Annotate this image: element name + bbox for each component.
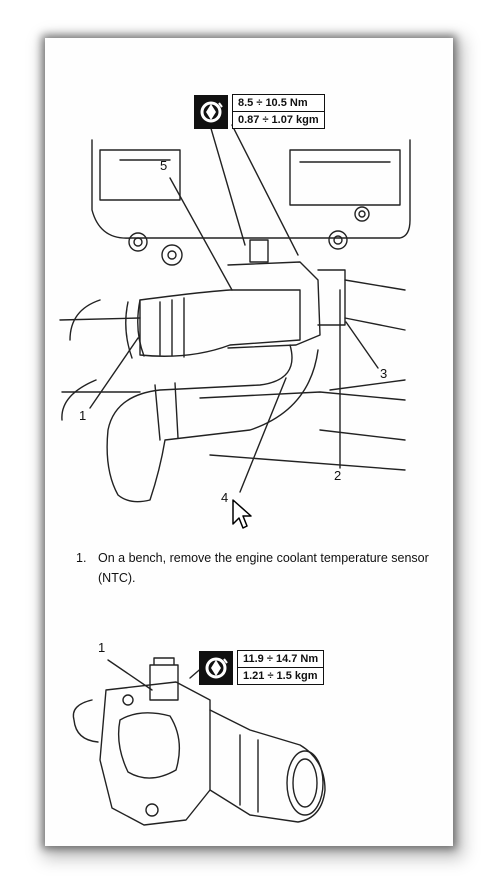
torque-value-nm: 8.5 ÷ 10.5 Nm: [238, 97, 308, 109]
torque-value-kgm: 1.21 ÷ 1.5 kgm: [238, 667, 324, 684]
callout-1-figure-2: 1: [98, 640, 106, 655]
instruction-step: 1. On a bench, remove the engine coolant…: [76, 548, 446, 588]
torque-wrench-icon: [199, 650, 233, 685]
callout-1: 1: [79, 408, 87, 423]
figure-1-drawing: [59, 124, 411, 503]
torque-spec-box: 8.5 ÷ 10.5 Nm 0.87 ÷ 1.07 kgm: [232, 94, 325, 129]
callout-5: 5: [160, 158, 168, 173]
torque-spec-box: 11.9 ÷ 14.7 Nm 1.21 ÷ 1.5 kgm: [237, 650, 325, 685]
torque-value-kgm: 0.87 ÷ 1.07 kgm: [233, 111, 324, 128]
callout-3: 3: [380, 366, 388, 381]
figure-2-drawing: [72, 657, 326, 826]
callout-4: 4: [221, 490, 229, 505]
step-text: On a bench, remove the engine coolant te…: [98, 551, 429, 585]
torque-wrench-icon: [194, 94, 228, 129]
step-number: 1.: [76, 551, 87, 565]
mouse-cursor-icon: [232, 499, 252, 529]
manual-page: [45, 38, 453, 846]
torque-spec-2: 11.9 ÷ 14.7 Nm 1.21 ÷ 1.5 kgm: [199, 650, 325, 685]
callout-2: 2: [334, 468, 342, 483]
torque-value-nm: 11.9 ÷ 14.7 Nm: [243, 653, 319, 665]
torque-spec-1: 8.5 ÷ 10.5 Nm 0.87 ÷ 1.07 kgm: [194, 94, 325, 129]
